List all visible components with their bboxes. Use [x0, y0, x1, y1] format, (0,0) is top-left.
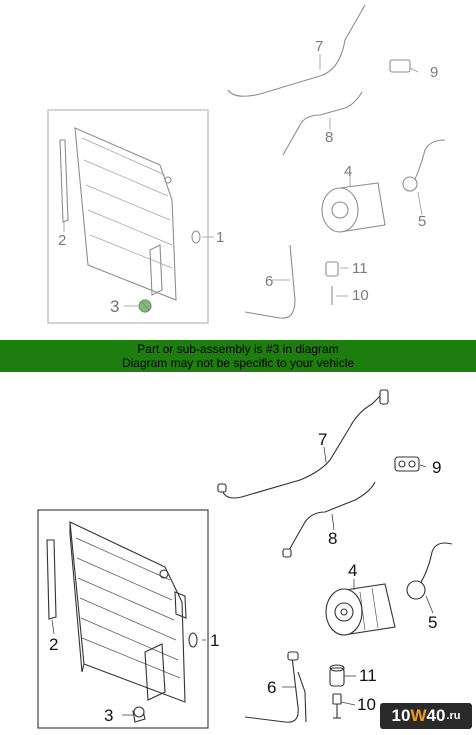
hose-5-part: [409, 139, 446, 191]
top-diagram: 1 2 3 4 5 6 7 8 9 10 11: [0, 0, 476, 340]
condenser-part-bottom: [69, 521, 187, 703]
pipe-6-part-bottom: [244, 651, 307, 723]
logo-prefix: 10: [391, 706, 411, 725]
fitting-9-part-bottom: [394, 456, 420, 472]
side-strip-part: [59, 139, 69, 223]
callout-9-top: 9: [430, 64, 438, 81]
notice-banner: Part or sub-assembly is #3 in diagram Di…: [0, 340, 476, 372]
callout-5-top: 5: [418, 213, 426, 230]
bolt-3-highlighted[interactable]: [138, 299, 152, 313]
callout-9: 9: [432, 458, 441, 477]
callout-8-top: 8: [325, 129, 333, 146]
callout-10: 10: [357, 695, 376, 714]
callout-8: 8: [328, 529, 337, 548]
banner-line-2: Diagram may not be specific to your vehi…: [121, 356, 355, 370]
hose-7-part-bottom: [217, 389, 389, 499]
callout-2: 2: [49, 635, 58, 654]
hose-8-part-bottom: [282, 481, 376, 558]
logo-suffix: 40: [426, 706, 446, 725]
callout-1: 1: [210, 631, 219, 650]
top-diagram-svg: [47, 4, 446, 324]
condenser-frame-bottom: [37, 509, 209, 729]
o-ring-1-part: [188, 632, 198, 648]
logo-accent: W: [410, 706, 427, 725]
callout-3: 3: [104, 706, 113, 725]
callout-10-top: 10: [352, 287, 369, 304]
bottom-diagram: 1 2 3 4 5 6 7 8 9 10 11: [0, 372, 476, 735]
condenser-frame: [47, 109, 209, 324]
hose-8-part: [282, 91, 363, 156]
compressor-4-part: [321, 182, 386, 233]
callout-1-top: 1: [216, 229, 224, 246]
top-callouts: 1 2 3 4 5 6 7 8 9 10 11: [58, 38, 438, 316]
callout-2-top: 2: [58, 232, 66, 249]
callout-4: 4: [348, 561, 357, 580]
callout-7-top: 7: [315, 38, 323, 55]
callout-4-top: 4: [344, 163, 352, 180]
filter-11-part: [325, 261, 339, 277]
side-strip-2-part: [46, 539, 57, 620]
logo-tld: .ru: [446, 710, 461, 722]
callout-5: 5: [428, 613, 437, 632]
pipe-6-part: [244, 244, 296, 319]
banner-line-1: Part or sub-assembly is #3 in diagram: [137, 342, 339, 356]
fitting-9-part: [389, 59, 411, 73]
bolt-3-part[interactable]: [132, 706, 146, 723]
compressor-4-part-bottom: [325, 583, 396, 636]
hose-5-part-bottom: [406, 542, 453, 600]
bottom-diagram-svg: 1 2 3 4 5 6 7 8 9 10 11: [37, 389, 453, 729]
hose-7-part: [227, 4, 366, 97]
callout-6: 6: [267, 678, 276, 697]
valve-10-part-bottom: [332, 693, 342, 719]
o-ring-part: [191, 230, 201, 244]
condenser-part: [74, 127, 177, 301]
filter-11-part-bottom: [329, 664, 345, 687]
callout-11-top: 11: [352, 260, 368, 277]
callout-6-top: 6: [265, 273, 273, 290]
callout-3-top: 3: [110, 297, 119, 316]
callout-7: 7: [318, 430, 327, 449]
callout-11: 11: [359, 666, 377, 685]
